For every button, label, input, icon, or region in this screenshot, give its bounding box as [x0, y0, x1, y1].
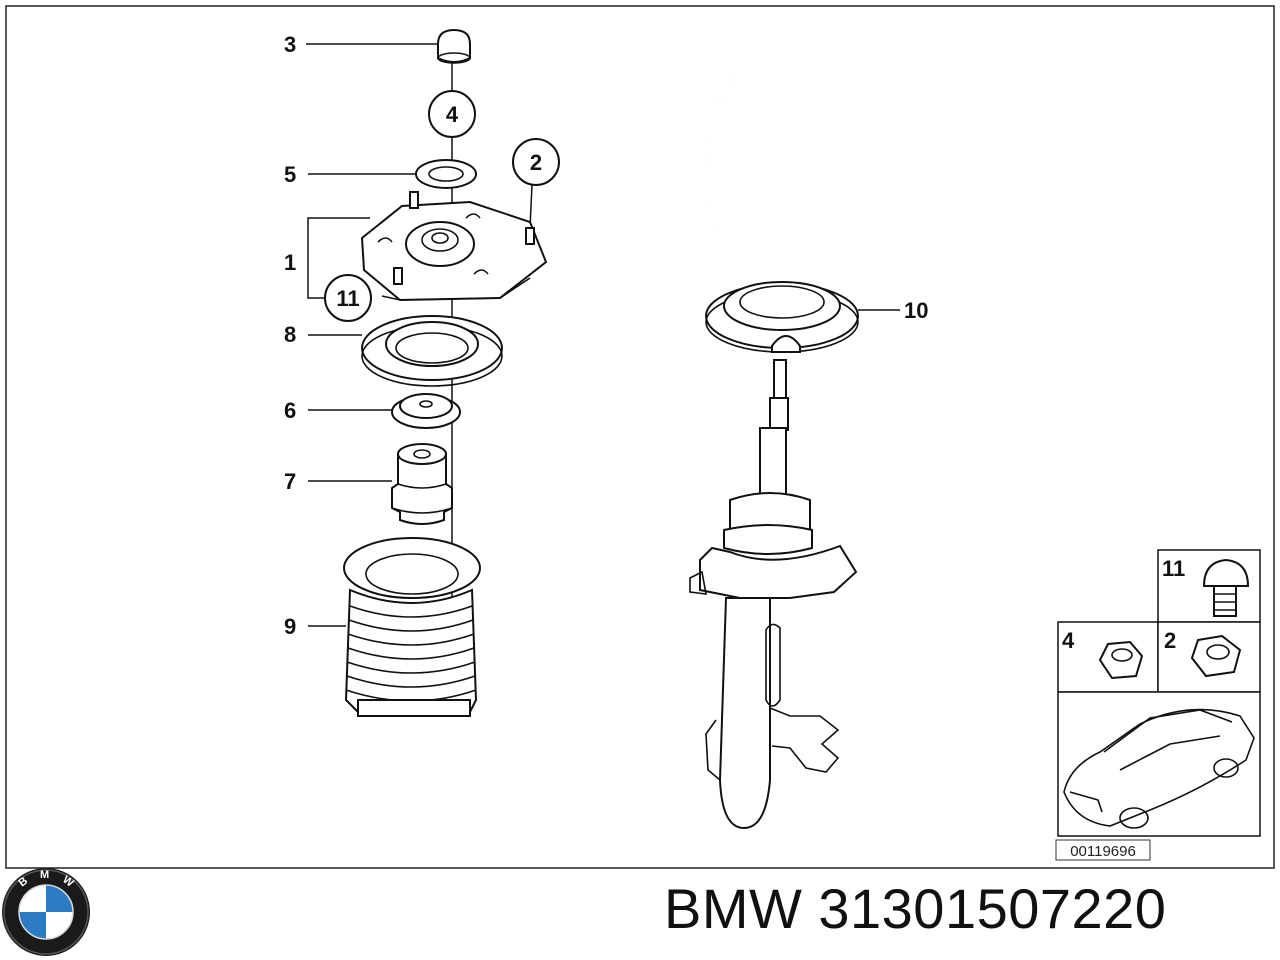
callout-3: 3 [284, 32, 296, 57]
svg-text:11: 11 [336, 286, 359, 311]
svg-text:4: 4 [1062, 628, 1075, 653]
svg-text:4: 4 [446, 102, 459, 127]
part-10-spring-seat [705, 281, 859, 353]
bmw-logo: B M W [2, 868, 90, 956]
inset-car-thumbnail [1063, 708, 1255, 829]
part-8-bearing [361, 315, 503, 387]
callout-7: 7 [284, 469, 296, 494]
callout-circle-2: 2 [512, 138, 560, 186]
coil-spring [696, 60, 878, 261]
callout-8: 8 [284, 322, 296, 347]
svg-text:2: 2 [530, 150, 542, 175]
svg-text:M: M [40, 869, 49, 881]
callout-circle-11: 11 [324, 274, 372, 322]
callout-6: 6 [284, 398, 296, 423]
callout-circle-4: 4 [428, 90, 476, 138]
footer-brand: BMW [664, 877, 803, 940]
svg-text:2: 2 [1164, 628, 1176, 653]
part-7-bump-stop [391, 443, 453, 525]
svg-text:11: 11 [1162, 556, 1185, 581]
callout-10: 10 [904, 298, 928, 323]
part-3-cap [437, 28, 471, 64]
inset-nut-4: 4 [1062, 628, 1144, 680]
part-9-dust-boot [343, 537, 481, 717]
callout-1: 1 [284, 250, 296, 275]
svg-text:00119696: 00119696 [1070, 843, 1136, 860]
callout-9: 9 [284, 614, 296, 639]
hardware-inset: 11 4 2 00119696 [1055, 549, 1261, 861]
part-1-strut-mount [360, 191, 548, 302]
part-5-washer [415, 159, 477, 189]
shock-absorber [689, 359, 858, 830]
diagram-frame [5, 5, 1275, 869]
footer-part-number: 31301507220 [818, 877, 1167, 940]
inset-nut-2: 2 [1164, 628, 1242, 678]
part-6-support-disc [391, 393, 461, 429]
callout-5: 5 [284, 162, 296, 187]
inset-bolt-11: 11 [1162, 556, 1250, 617]
reference-code-box: 00119696 [1055, 839, 1151, 861]
